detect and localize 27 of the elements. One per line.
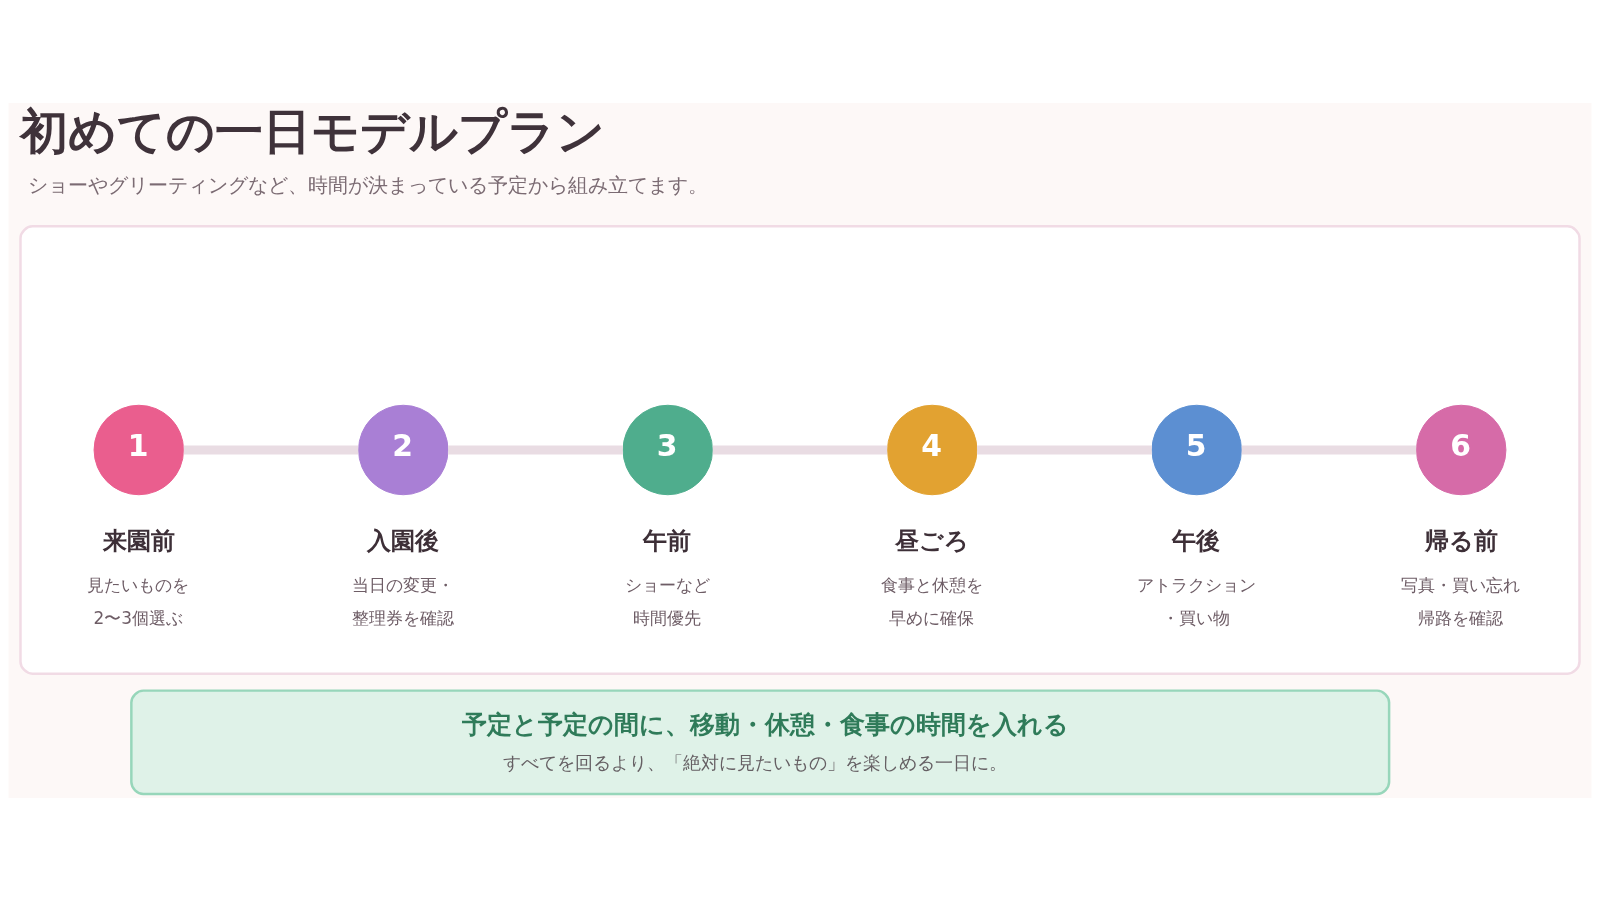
node-label: ショーなど時間優先 [624, 574, 710, 628]
node-label: 当日の変更・整理券を確認 [351, 574, 454, 628]
node-circle: 4 [887, 404, 978, 495]
node-label: 帰る前 [1424, 526, 1498, 555]
node-label: 昼ごろ [895, 526, 970, 555]
node-circle: 1 [93, 404, 185, 495]
node-label: 午前 [643, 526, 692, 555]
node-label: アトラクション・買い物 [1136, 574, 1256, 628]
node-box: 予定と予定の間に、移動・休憩・食事の時間を入れる すべてを回るより、「絶対に見たいもの」を楽しめる一日に。 [130, 688, 1391, 795]
node-label: 入園後 [366, 526, 439, 555]
connector [183, 445, 359, 454]
connector [448, 445, 623, 454]
node-label: 写真・買い忘れ帰路を確認 [1401, 574, 1521, 628]
node-label: 来園前 [102, 526, 175, 555]
node-circle: 2 [358, 404, 449, 495]
node-circle: 5 [1151, 404, 1242, 495]
label: ショーやグリーティングなど、時間が決まっている予定から組み立てます。 [28, 173, 709, 197]
connector [712, 445, 888, 454]
node-circle: 3 [622, 404, 713, 495]
diagram-title: 初めての一日モデルプラン [20, 103, 606, 159]
connector [977, 445, 1152, 454]
connector [1241, 445, 1417, 454]
node-label: 午後 [1172, 526, 1221, 555]
node-label: 見たいものを2〜3個選ぶ [87, 574, 190, 628]
node-circle: 6 [1415, 404, 1507, 495]
cluster [19, 224, 1581, 675]
node-label: 食事と休憩を早めに確保 [880, 574, 983, 628]
